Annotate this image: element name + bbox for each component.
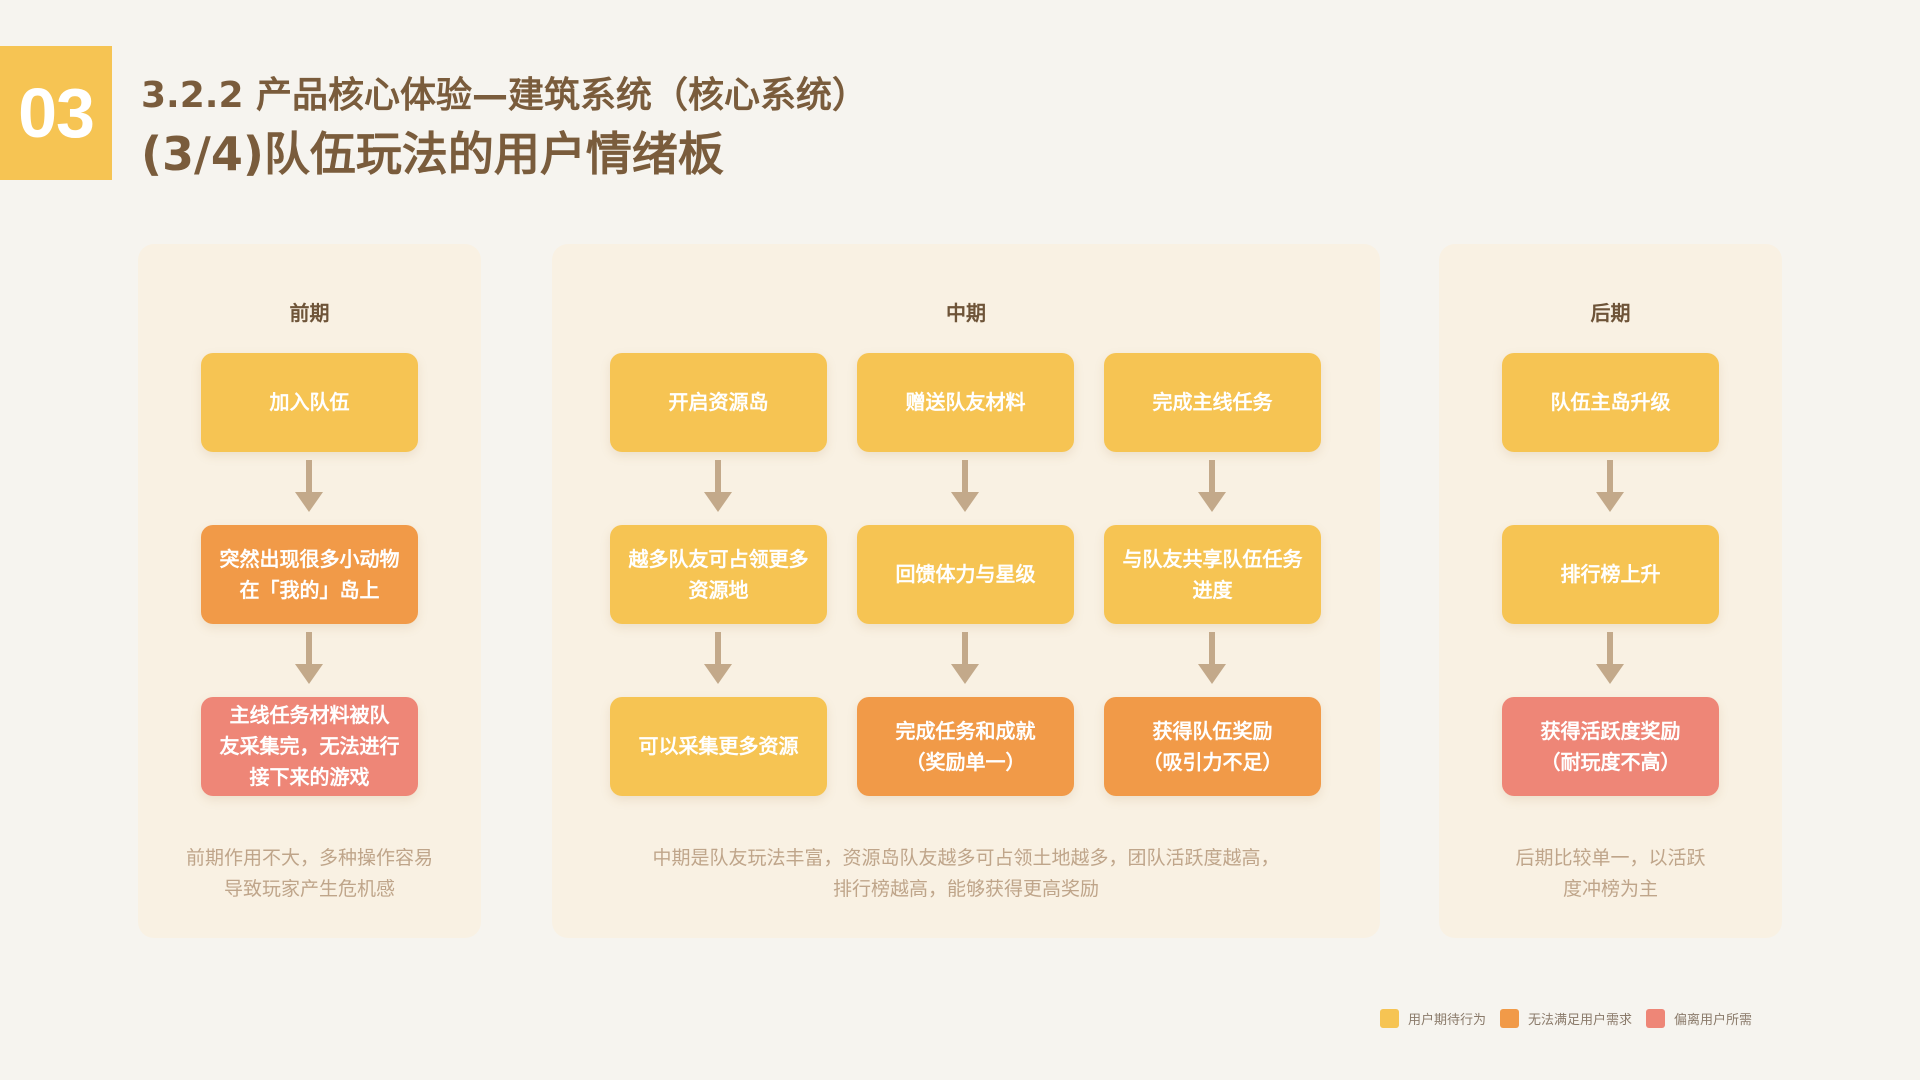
- legend-swatch: [1380, 1008, 1399, 1028]
- flow-node: 获得活跃度奖励 （耐玩度不高）: [1502, 697, 1719, 796]
- flow-node: 可以采集更多资源: [610, 697, 827, 796]
- arrow-down-icon: [1198, 632, 1226, 684]
- page-title: (3/4)队伍玩法的用户情绪板: [141, 127, 724, 181]
- legend-item-pink: 偏离用户所需: [1646, 1008, 1753, 1028]
- phase-title: 后期: [1590, 301, 1631, 325]
- flow-node: 队伍主岛升级: [1502, 353, 1719, 452]
- flow-node: 排行榜上升: [1502, 525, 1719, 624]
- legend-swatch: [1500, 1008, 1520, 1028]
- arrow-down-icon: [951, 632, 979, 684]
- phase-note: 后期比较单一，以活跃 度冲榜为主: [1515, 847, 1706, 900]
- phase-note: 中期是队友玩法丰富，资源岛队友越多可占领土地越多，团队活跃度越高， 排行榜越高，…: [652, 847, 1280, 900]
- flow-node: 完成主线任务: [1104, 353, 1321, 452]
- flow-node: 越多队友可占领更多 资源地: [610, 525, 827, 624]
- flow-node: 回馈体力与星级: [857, 525, 1074, 624]
- legend-swatch: [1646, 1008, 1666, 1028]
- flow-node: 完成任务和成就 （奖励单一）: [857, 697, 1074, 796]
- flow-node: 赠送队友材料: [857, 353, 1074, 452]
- phase-panel-mid: 中期开启资源岛越多队友可占领更多 资源地可以采集更多资源 赠送队友材料回馈体力与星…: [552, 244, 1380, 938]
- flow-node: 加入队伍: [201, 353, 418, 452]
- phase-title: 前期: [289, 301, 330, 325]
- phase-panel-late: 后期队伍主岛升级排行榜上升获得活跃度奖励 （耐玩度不高） 后期比较单一，以活跃 度…: [1439, 244, 1782, 938]
- arrow-down-icon: [295, 460, 323, 512]
- flow-node: 与队友共享队伍任务 进度: [1104, 525, 1321, 624]
- section-number-badge: 03: [0, 46, 112, 180]
- arrow-down-icon: [704, 632, 732, 684]
- legend-label: 偏离用户所需: [1674, 1012, 1753, 1028]
- legend-item-orange: 无法满足用户需求: [1500, 1008, 1633, 1028]
- phase-note: 前期作用不大，多种操作容易 导致玩家产生危机感: [185, 847, 433, 900]
- flow-node: 获得队伍奖励 （吸引力不足）: [1104, 697, 1321, 796]
- phase-title: 中期: [946, 301, 986, 325]
- flow-node: 开启资源岛: [610, 353, 827, 452]
- legend-label: 用户期待行为: [1408, 1012, 1487, 1028]
- flow-node: 主线任务材料被队 友采集完，无法进行 接下来的游戏: [201, 697, 418, 796]
- page-subtitle: 3.2.2 产品核心体验—建筑系统（核心系统）: [141, 75, 869, 116]
- legend-item-yellow: 用户期待行为: [1380, 1008, 1487, 1028]
- phase-panel-early: 前期加入队伍突然出现很多小动物 在「我的」岛上主线任务材料被队 友采集完，无法进…: [138, 244, 481, 938]
- legend-label: 无法满足用户需求: [1528, 1012, 1633, 1028]
- legend: 用户期待行为 无法满足用户需求 偏离用户所需: [1380, 1008, 1752, 1028]
- flow-node: 突然出现很多小动物 在「我的」岛上: [201, 525, 418, 624]
- arrow-down-icon: [1596, 460, 1624, 512]
- arrow-down-icon: [295, 632, 323, 684]
- arrow-down-icon: [951, 460, 979, 512]
- arrow-down-icon: [704, 460, 732, 512]
- arrow-down-icon: [1198, 460, 1226, 512]
- arrow-down-icon: [1596, 632, 1624, 684]
